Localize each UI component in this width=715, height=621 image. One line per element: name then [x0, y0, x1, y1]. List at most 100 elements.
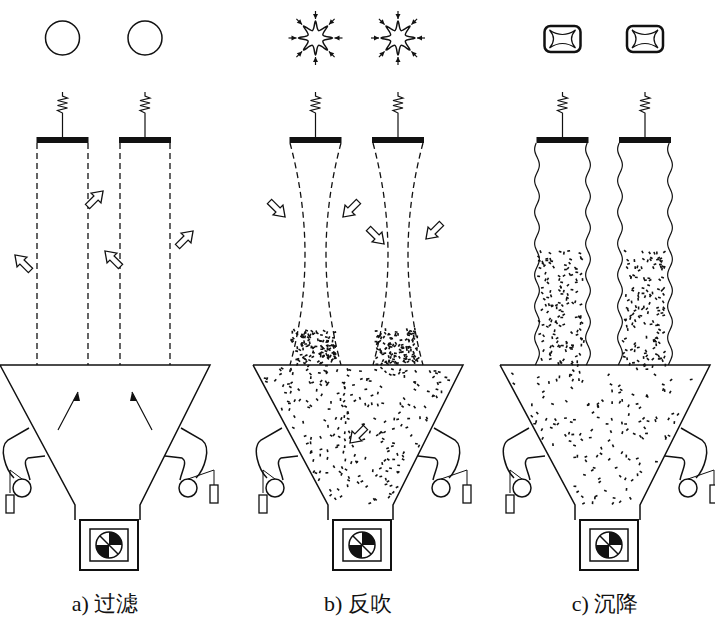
- dust: [559, 251, 562, 253]
- dust: [317, 338, 319, 341]
- dust: [410, 434, 413, 437]
- dust: [306, 442, 309, 444]
- dust: [341, 404, 344, 407]
- dust: [303, 362, 306, 365]
- dust: [447, 379, 450, 381]
- dust: [547, 277, 550, 280]
- dust: [655, 416, 658, 419]
- dust: [570, 386, 573, 389]
- dust: [649, 294, 652, 297]
- dust: [386, 363, 389, 366]
- bag-plate: [372, 137, 424, 143]
- dust: [631, 479, 634, 482]
- dust: [337, 488, 340, 491]
- dust: [626, 259, 629, 262]
- dust: [549, 290, 551, 293]
- dust: [558, 278, 560, 281]
- dust: [587, 403, 590, 406]
- dust: [611, 401, 613, 404]
- dust: [344, 468, 347, 471]
- hopper: [253, 365, 463, 520]
- dust: [627, 263, 630, 265]
- dust: [648, 251, 651, 254]
- dust: [566, 342, 568, 345]
- dust: [631, 301, 633, 304]
- bag-plate: [537, 137, 589, 143]
- dust: [633, 259, 635, 262]
- dust: [385, 470, 388, 472]
- dust: [662, 314, 665, 316]
- dust: [641, 287, 644, 289]
- dust: [562, 323, 565, 326]
- dust: [348, 476, 351, 479]
- dust: [333, 355, 336, 358]
- dust: [549, 345, 552, 348]
- dust: [579, 371, 581, 374]
- dust: [404, 358, 407, 360]
- dust: [619, 500, 622, 503]
- dust: [320, 334, 323, 336]
- dust: [537, 255, 540, 258]
- dust: [627, 404, 630, 407]
- dust: [570, 348, 573, 350]
- dust: [310, 451, 312, 454]
- dust: [336, 444, 339, 446]
- dust: [307, 364, 310, 367]
- dust: [541, 287, 544, 289]
- dust: [387, 333, 390, 336]
- dust: [551, 305, 554, 308]
- dust: [407, 418, 410, 420]
- dust: [325, 353, 328, 356]
- dust: [574, 300, 576, 303]
- dust: [417, 384, 420, 387]
- dust: [690, 378, 693, 380]
- dust: [578, 315, 581, 318]
- dust: [403, 397, 406, 400]
- dust: [290, 368, 292, 371]
- dust: [389, 467, 392, 469]
- dust: [386, 480, 389, 483]
- rotary-valve: [580, 520, 638, 570]
- dust: [337, 392, 340, 394]
- dust: [409, 330, 412, 332]
- dust: [343, 400, 346, 403]
- panel-caption: c) 沉降: [572, 591, 639, 617]
- dust: [625, 455, 627, 458]
- dust: [559, 285, 562, 288]
- dust: [424, 405, 427, 408]
- dust: [600, 447, 603, 450]
- dust: [328, 336, 331, 339]
- dust: [302, 348, 304, 351]
- dust: [556, 306, 558, 309]
- dust: [344, 431, 346, 434]
- dust: [287, 383, 290, 385]
- dust: [550, 319, 552, 322]
- dust: [571, 434, 574, 436]
- dust: [296, 363, 298, 366]
- hopper: [0, 365, 210, 520]
- dust: [427, 390, 430, 392]
- dust: [618, 391, 621, 394]
- dust: [598, 480, 601, 483]
- filter-bag: [668, 143, 673, 365]
- dust: [570, 421, 573, 423]
- spring: [140, 92, 150, 138]
- filter-bag: [618, 143, 623, 365]
- dust: [578, 252, 581, 255]
- dust: [410, 349, 412, 352]
- dust: [540, 308, 543, 311]
- dust: [383, 352, 386, 354]
- dust: [389, 485, 392, 487]
- dust: [634, 344, 636, 347]
- dust: [631, 393, 634, 396]
- dust: [581, 380, 584, 383]
- dust: [563, 252, 565, 255]
- dust: [575, 271, 578, 273]
- dust: [392, 358, 395, 360]
- dust: [319, 383, 322, 386]
- airflow-arrow: [338, 197, 363, 222]
- dust: [389, 373, 392, 376]
- dust: [360, 378, 363, 381]
- dust: [575, 355, 578, 358]
- dust: [636, 457, 639, 459]
